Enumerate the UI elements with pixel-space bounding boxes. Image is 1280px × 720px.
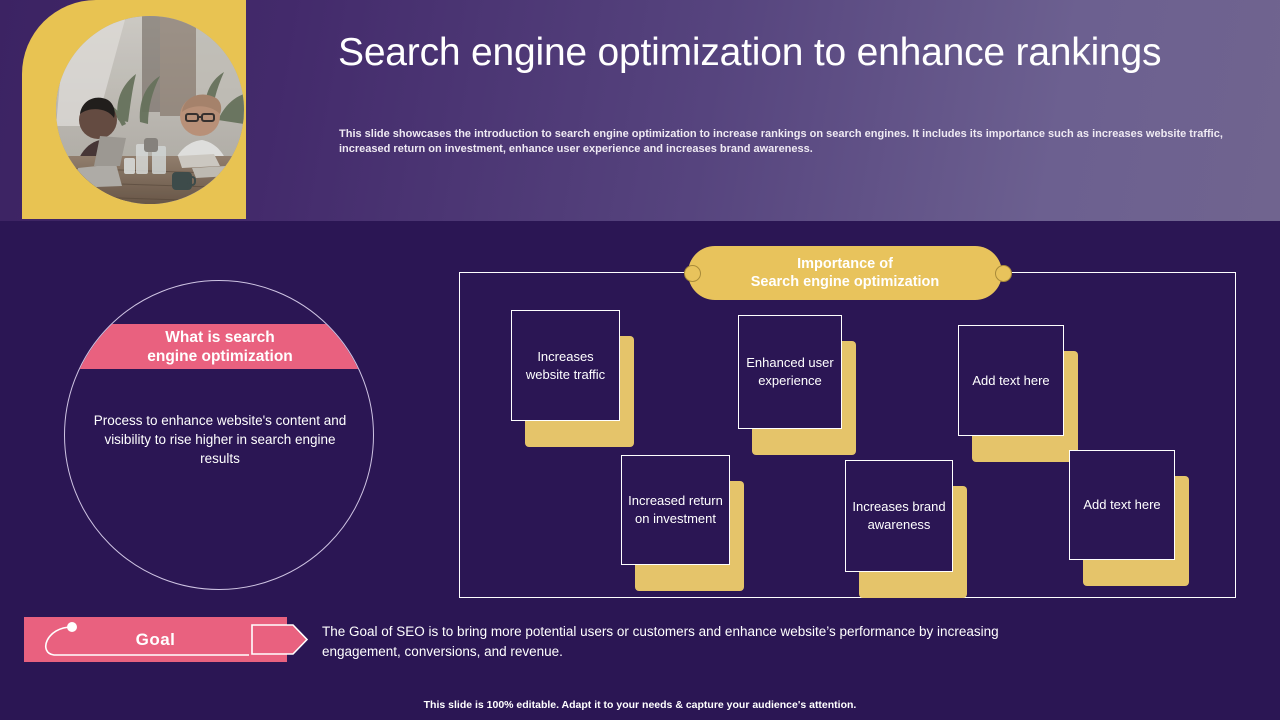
card-label: Enhanced user experience bbox=[738, 315, 842, 429]
goal-arrow-icon bbox=[251, 624, 308, 655]
footer-note: This slide is 100% editable. Adapt it to… bbox=[423, 699, 857, 711]
importance-card[interactable]: Increased return on investment bbox=[621, 455, 744, 591]
what-is-seo-heading-line2: engine optimization bbox=[147, 347, 293, 365]
what-is-seo-body: Process to enhance website's content and… bbox=[93, 413, 347, 466]
banner-knob-right-icon bbox=[995, 265, 1012, 282]
goal-loop-decoration-icon bbox=[44, 622, 249, 656]
what-is-seo-circle: What is search engine optimization Proce… bbox=[64, 280, 374, 590]
importance-banner: Importance of Search engine optimization bbox=[688, 246, 1002, 300]
card-label: Increased return on investment bbox=[621, 455, 730, 565]
office-meeting-photo-illustration bbox=[56, 16, 244, 204]
goal-label: Goal bbox=[135, 629, 176, 649]
what-is-seo-heading-line1: What is search bbox=[165, 328, 275, 346]
header-photo bbox=[56, 16, 244, 204]
what-is-seo-heading: What is search engine optimization bbox=[65, 324, 373, 369]
goal-banner: Goal bbox=[24, 617, 287, 662]
goal-description: The Goal of SEO is to bring more potenti… bbox=[322, 624, 999, 659]
header-photo-panel bbox=[22, 0, 246, 219]
importance-card[interactable]: Add text here bbox=[958, 325, 1078, 462]
slide-header: Search engine optimization to enhance ra… bbox=[0, 0, 1280, 221]
importance-banner-line1: Importance of bbox=[797, 255, 893, 272]
card-label: Increases website traffic bbox=[511, 310, 620, 421]
card-label: Add text here bbox=[1069, 450, 1175, 560]
importance-card[interactable]: Increases website traffic bbox=[511, 310, 634, 447]
card-label: Add text here bbox=[958, 325, 1064, 436]
importance-card[interactable]: Enhanced user experience bbox=[738, 315, 856, 455]
importance-card[interactable]: Increases brand awareness bbox=[845, 460, 967, 598]
page-subtitle: This slide showcases the introduction to… bbox=[339, 128, 1223, 155]
importance-banner-line2: Search engine optimization bbox=[750, 274, 940, 290]
card-label: Increases brand awareness bbox=[845, 460, 953, 572]
page-title: Search engine optimization to enhance ra… bbox=[338, 31, 1162, 74]
banner-knob-left-icon bbox=[684, 265, 701, 282]
importance-card[interactable]: Add text here bbox=[1069, 450, 1189, 586]
